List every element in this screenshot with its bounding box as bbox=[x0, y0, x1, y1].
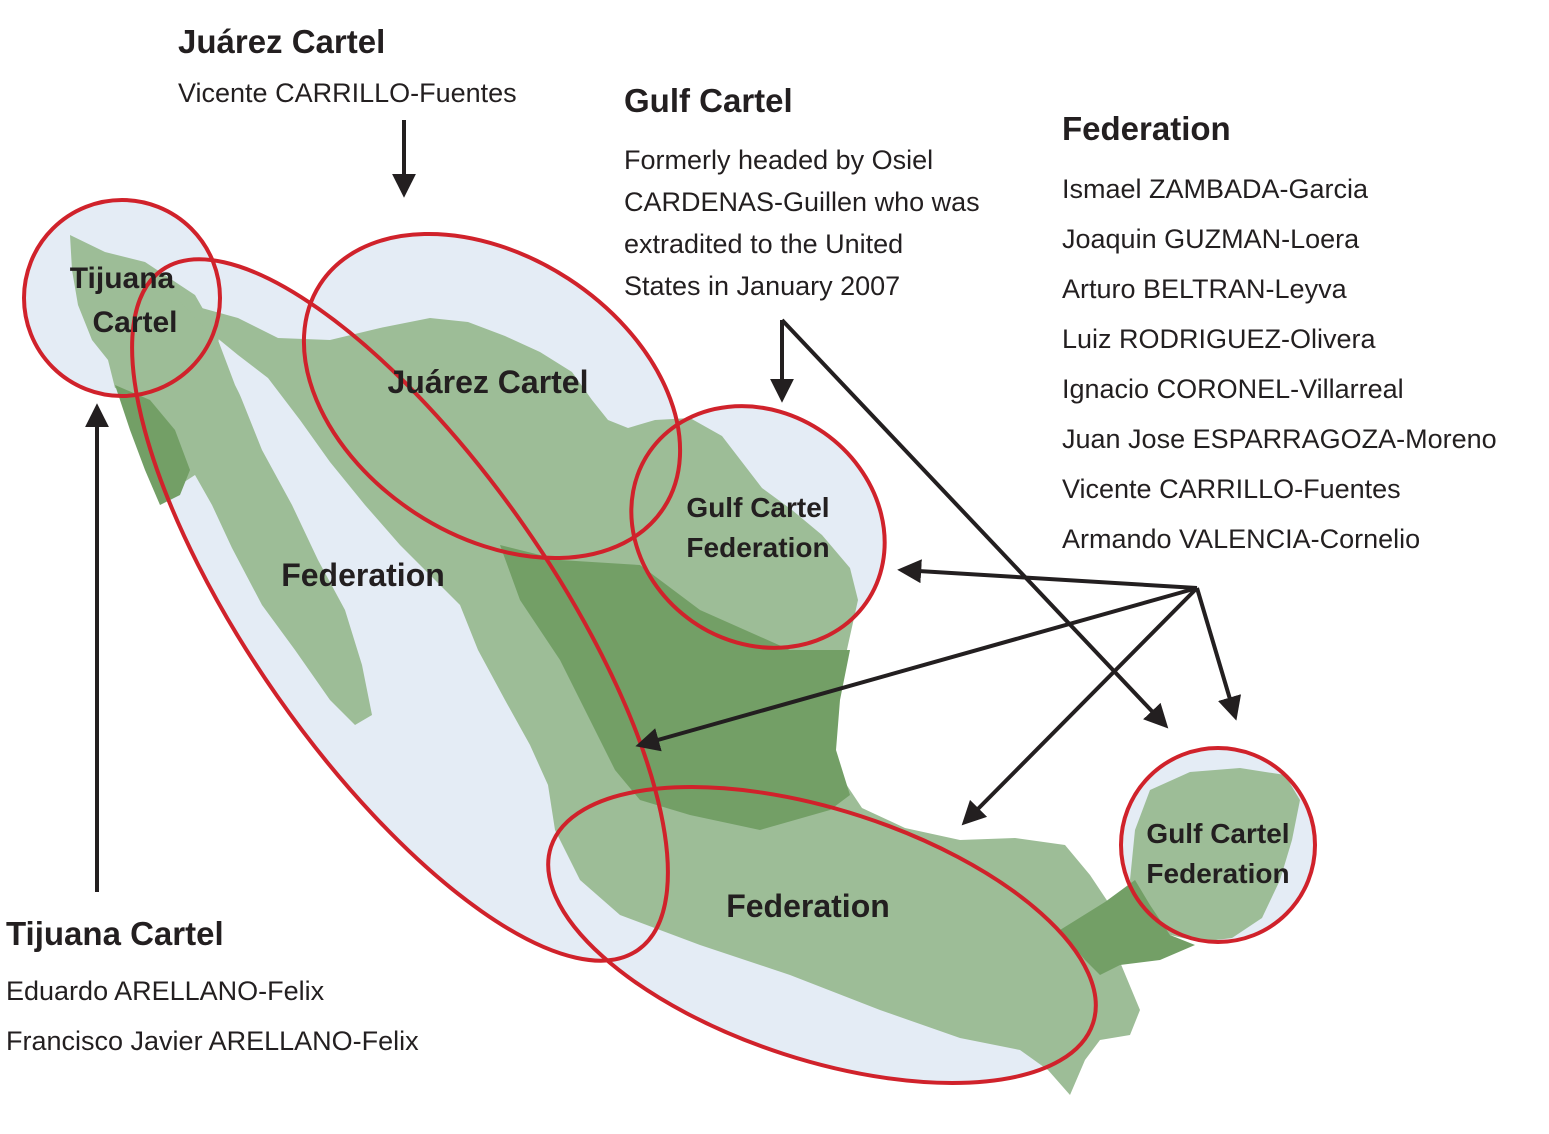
zone-federation-west-outline bbox=[130, 257, 670, 963]
federation-callout-title: Federation bbox=[1062, 110, 1231, 147]
arrow-federation-to-gulf-northeast bbox=[897, 559, 1198, 590]
zone-federation-south-outline bbox=[546, 785, 1098, 1085]
juarez-callout-leader: Vicente CARRILLO-Fuentes bbox=[178, 78, 517, 108]
gulf-callout-title: Gulf Cartel bbox=[624, 82, 793, 119]
region-labels: Tijuana Cartel Juárez Cartel Federation … bbox=[70, 262, 1290, 924]
land-isthmus bbox=[1060, 880, 1195, 975]
gulf-callout-note-line: Formerly headed by Osiel bbox=[624, 145, 934, 175]
water-gulf-of-california bbox=[218, 340, 378, 625]
federation-leader: Arturo BELTRAN-Leyva bbox=[1062, 274, 1347, 304]
tijuana-callout-title: Tijuana Cartel bbox=[6, 915, 224, 952]
region-label-juarez: Juárez Cartel bbox=[388, 364, 589, 400]
federation-leader: Luiz RODRIGUEZ-Olivera bbox=[1062, 324, 1376, 354]
tijuana-leader: Eduardo ARELLANO-Felix bbox=[6, 976, 325, 1006]
region-label-federation-west: Federation bbox=[281, 557, 445, 593]
gulf-callout-note-line: extradited to the United bbox=[624, 229, 904, 259]
land-core bbox=[500, 545, 850, 830]
federation-leader: Vicente CARRILLO-Fuentes bbox=[1062, 474, 1401, 504]
region-label-gulf-northeast-line2: Federation bbox=[686, 532, 829, 563]
gulf-callout-note-line: CARDENAS-Guillen who was bbox=[624, 187, 980, 217]
federation-leader: Juan Jose ESPARRAGOZA-Moreno bbox=[1062, 424, 1497, 454]
zone-juarez-outline bbox=[301, 231, 683, 561]
land-baja-california bbox=[70, 235, 372, 725]
federation-leader: Joaquin GUZMAN-Loera bbox=[1062, 224, 1360, 254]
region-label-tijuana-line2: Cartel bbox=[92, 306, 177, 339]
land-tijuana-core bbox=[115, 385, 190, 505]
federation-leader: Ismael ZAMBADA-Garcia bbox=[1062, 174, 1369, 204]
region-label-yucatan-line2: Federation bbox=[1146, 858, 1289, 889]
arrow-federation-to-south bbox=[961, 586, 1199, 826]
region-label-yucatan-line1: Gulf Cartel bbox=[1146, 818, 1289, 849]
arrows bbox=[85, 120, 1242, 892]
zone-outlines bbox=[22, 198, 1317, 1085]
tijuana-leaders-list: Eduardo ARELLANO-Felix Francisco Javier … bbox=[6, 966, 419, 1066]
land bbox=[70, 235, 1300, 1095]
arrow-federation-to-yucatan bbox=[1195, 587, 1242, 721]
region-label-federation-south: Federation bbox=[726, 888, 890, 924]
juarez-callout-title: Juárez Cartel bbox=[178, 23, 386, 60]
zone-gulf-northeast-outline bbox=[629, 404, 887, 650]
federation-leaders-list: Ismael ZAMBADA-Garcia Joaquin GUZMAN-Loe… bbox=[1062, 164, 1497, 564]
arrow-federation-to-center bbox=[635, 586, 1198, 752]
tijuana-leader: Francisco Javier ARELLANO-Felix bbox=[6, 1026, 419, 1056]
region-label-tijuana-line1: Tijuana bbox=[70, 262, 175, 295]
land-yucatan bbox=[1130, 768, 1300, 942]
gulf-callout-note-line: States in January 2007 bbox=[624, 271, 901, 301]
federation-leader: Ignacio CORONEL-Villarreal bbox=[1062, 374, 1404, 404]
region-label-gulf-northeast-line1: Gulf Cartel bbox=[686, 492, 829, 523]
federation-leader: Armando VALENCIA-Cornelio bbox=[1062, 524, 1421, 554]
arrow-gulf-to-yucatan bbox=[780, 318, 1169, 729]
zone-yucatan-outline bbox=[1119, 746, 1317, 944]
zone-tijuana-outline bbox=[22, 198, 222, 398]
